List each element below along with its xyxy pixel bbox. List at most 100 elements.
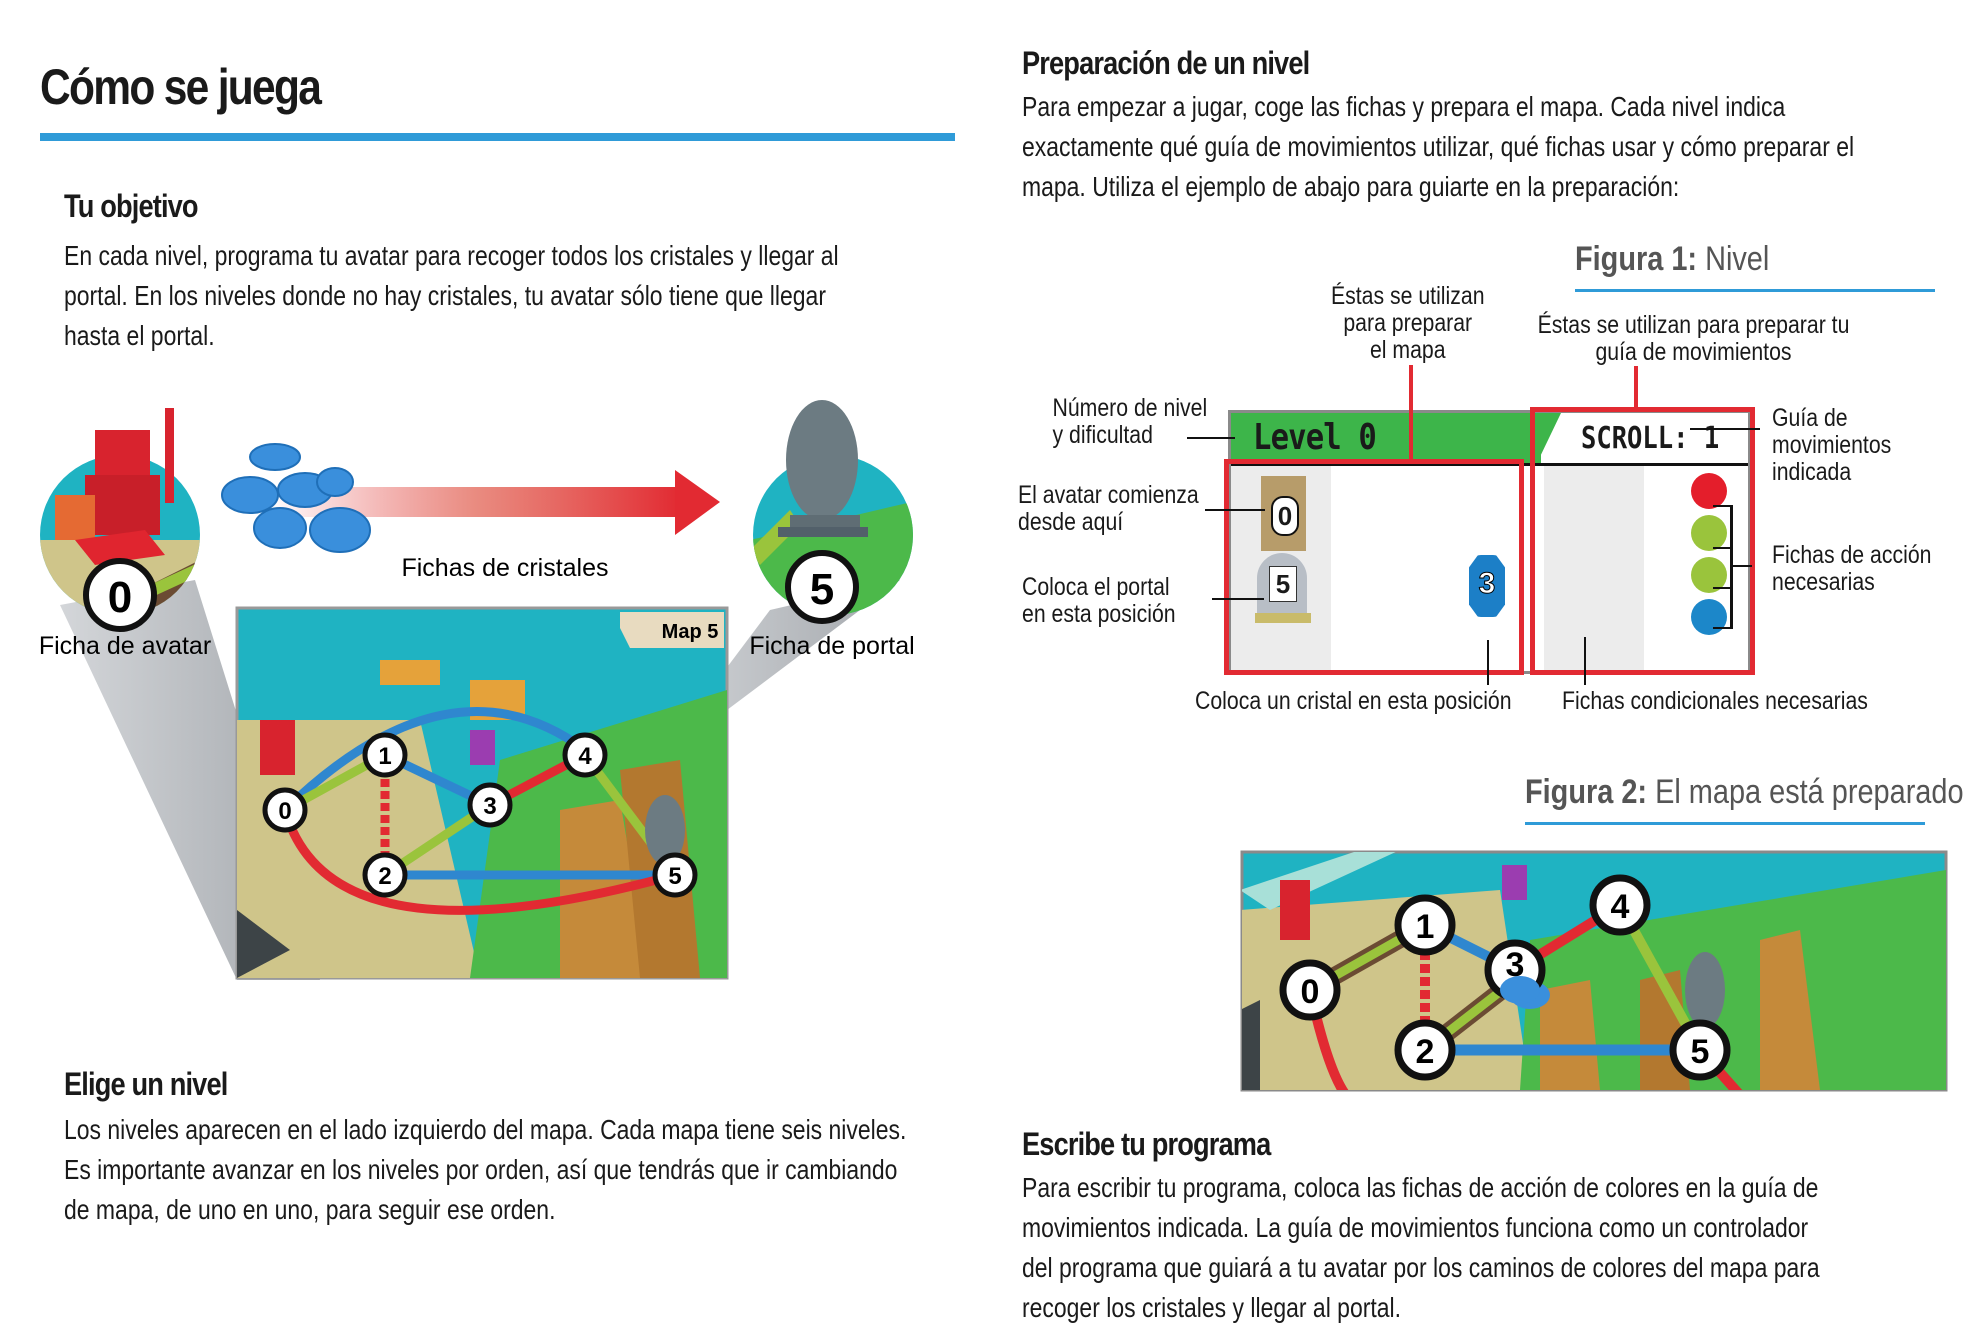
objetivo-paragraph: En cada nivel, programa tu avatar para r… (64, 236, 839, 356)
callout-leader (1205, 509, 1265, 511)
svg-text:3: 3 (1506, 946, 1525, 984)
svg-text:2: 2 (1416, 1033, 1435, 1071)
figura2-title: Figura 2: El mapa está preparado (1525, 773, 1964, 812)
escribe-line: recoger los cristales y llegar al portal… (1022, 1292, 1402, 1323)
escribe-heading: Escribe tu programa (1022, 1126, 1271, 1162)
figura1-title-bold: Figura 1: (1575, 240, 1698, 278)
map-node: 5 (1669, 1019, 1731, 1081)
crystal-icon (1500, 976, 1540, 1004)
enemy-figure-icon (1502, 865, 1527, 900)
conditional-column (1544, 466, 1644, 671)
callout-line: desde aquí (1018, 508, 1124, 536)
crystals-label: Fichas de cristales (401, 554, 608, 582)
bracket-tick (1713, 587, 1731, 589)
avatar-start-number: 0 (1271, 496, 1299, 536)
svg-text:0: 0 (278, 798, 291, 825)
map-node: 4 (1589, 874, 1651, 936)
avatar-figure-icon (260, 720, 295, 775)
svg-text:4: 4 (578, 743, 592, 770)
preparacion-line: mapa. Utiliza el ejemplo de abajo para g… (1022, 171, 1680, 202)
elige-heading: Elige un nivel (64, 1066, 228, 1102)
crystal-icon (309, 507, 371, 553)
callout-line: necesarias (1772, 568, 1875, 596)
svg-text:0: 0 (1301, 973, 1320, 1011)
callout-line: Número de nivel (1052, 394, 1208, 422)
map-node: 5 (652, 852, 698, 898)
map-tag: Map 5 (662, 621, 719, 643)
svg-text:4: 4 (1611, 888, 1630, 926)
objetivo-heading: Tu objetivo (64, 188, 199, 224)
callout-line: Guía de (1772, 404, 1848, 432)
figura1-title-rest: Nivel (1697, 240, 1770, 278)
portal-figure-icon (645, 795, 685, 865)
crystal-icon (249, 443, 301, 471)
map-node: 1 (362, 732, 408, 778)
action-token-red (1691, 473, 1727, 509)
escribe-line: del programa que guiará a tu avatar por … (1022, 1252, 1820, 1283)
callout-leader-red (1409, 365, 1413, 461)
callout-line: El avatar comienza (1018, 481, 1199, 509)
callout-leader (1187, 437, 1235, 439)
elige-line: Los niveles aparecen en el lado izquierd… (64, 1114, 907, 1145)
crystal-icon (221, 476, 279, 514)
path-blue (281, 707, 588, 814)
bracket-tick (1713, 627, 1731, 629)
map-node: 3 (467, 782, 513, 828)
svg-text:1: 1 (378, 743, 391, 770)
portal-figure-icon (1685, 952, 1725, 1028)
map-node: 2 (362, 852, 408, 898)
callout-line: Éstas se utilizan para preparar tu (1537, 311, 1850, 339)
crystal-number: 3 (1478, 567, 1496, 601)
path-red (280, 808, 677, 915)
elige-paragraph: Los niveles aparecen en el lado izquierd… (64, 1110, 906, 1230)
action-token-green (1691, 515, 1727, 551)
level-label: Level 0 (1253, 417, 1377, 458)
callout-avatar-start: El avatar comienza desde aquí (1018, 482, 1199, 536)
preparacion-paragraph: Para empezar a jugar, coge las fichas y … (1022, 87, 1854, 207)
callout-leader (1212, 598, 1264, 600)
bracket (1730, 505, 1733, 629)
map-setup-highlight (1224, 459, 1524, 675)
callout-leader-red (1634, 366, 1638, 408)
callout-leader (1584, 637, 1586, 685)
preparacion-line: exactamente qué guía de movimientos util… (1022, 131, 1855, 162)
level-card: Level 0 SCROLL: 1 0 5 3 (1228, 410, 1751, 674)
figura1-rule (1575, 289, 1935, 292)
action-token-blue (1691, 599, 1727, 635)
svg-text:1: 1 (1416, 908, 1435, 946)
objetivo-line: portal. En los niveles donde no hay cris… (64, 280, 826, 311)
callout-map-setup: Éstas se utilizan para preparar el mapa (1327, 283, 1489, 364)
callout-leader (1487, 640, 1489, 685)
zoom-beam-right (650, 580, 900, 770)
map-node: 0 (262, 787, 308, 833)
objetivo-line: hasta el portal. (64, 320, 215, 351)
guide-setup-highlight (1530, 407, 1755, 675)
callout-line: Éstas se utilizan (1330, 282, 1485, 310)
portal-label: Ficha de portal (749, 632, 914, 660)
enemy-figure-icon (470, 730, 495, 765)
map-node: 2 (1394, 1019, 1456, 1081)
tokens-illustration: 0 Ficha de avatar Fichas de cristales 5 … (39, 400, 915, 980)
figura2-title-rest: El mapa está preparado (1647, 773, 1964, 811)
callout-line: guía de movimientos (1595, 338, 1792, 366)
callout-crystal-place: Coloca un cristal en esta posición (1195, 687, 1512, 715)
header-divider (1231, 463, 1748, 466)
map-node: 1 (1394, 894, 1456, 956)
portal-base (1255, 613, 1311, 623)
avatar-figure-icon (1280, 880, 1310, 940)
avatar-number-badge (83, 558, 157, 632)
map-5: Map 5 0 1 2 3 4 5 (235, 606, 729, 980)
objetivo-line: En cada nivel, programa tu avatar para r… (64, 240, 839, 271)
svg-text:2: 2 (378, 863, 391, 890)
crystal-tokens (221, 443, 371, 553)
svg-text:3: 3 (483, 793, 496, 820)
avatar-label: Ficha de avatar (39, 632, 211, 660)
callout-line: en esta posición (1022, 600, 1176, 628)
bracket-tick (1732, 565, 1752, 567)
crystal-icon (253, 507, 307, 549)
bracket-tick (1713, 505, 1731, 507)
preparacion-heading: Preparación de un nivel (1022, 45, 1310, 81)
avatar-figure-icon (55, 408, 174, 565)
figura2-map: 0 1 2 3 4 5 (1240, 850, 1948, 1092)
portal-number: 5 (1269, 566, 1297, 602)
